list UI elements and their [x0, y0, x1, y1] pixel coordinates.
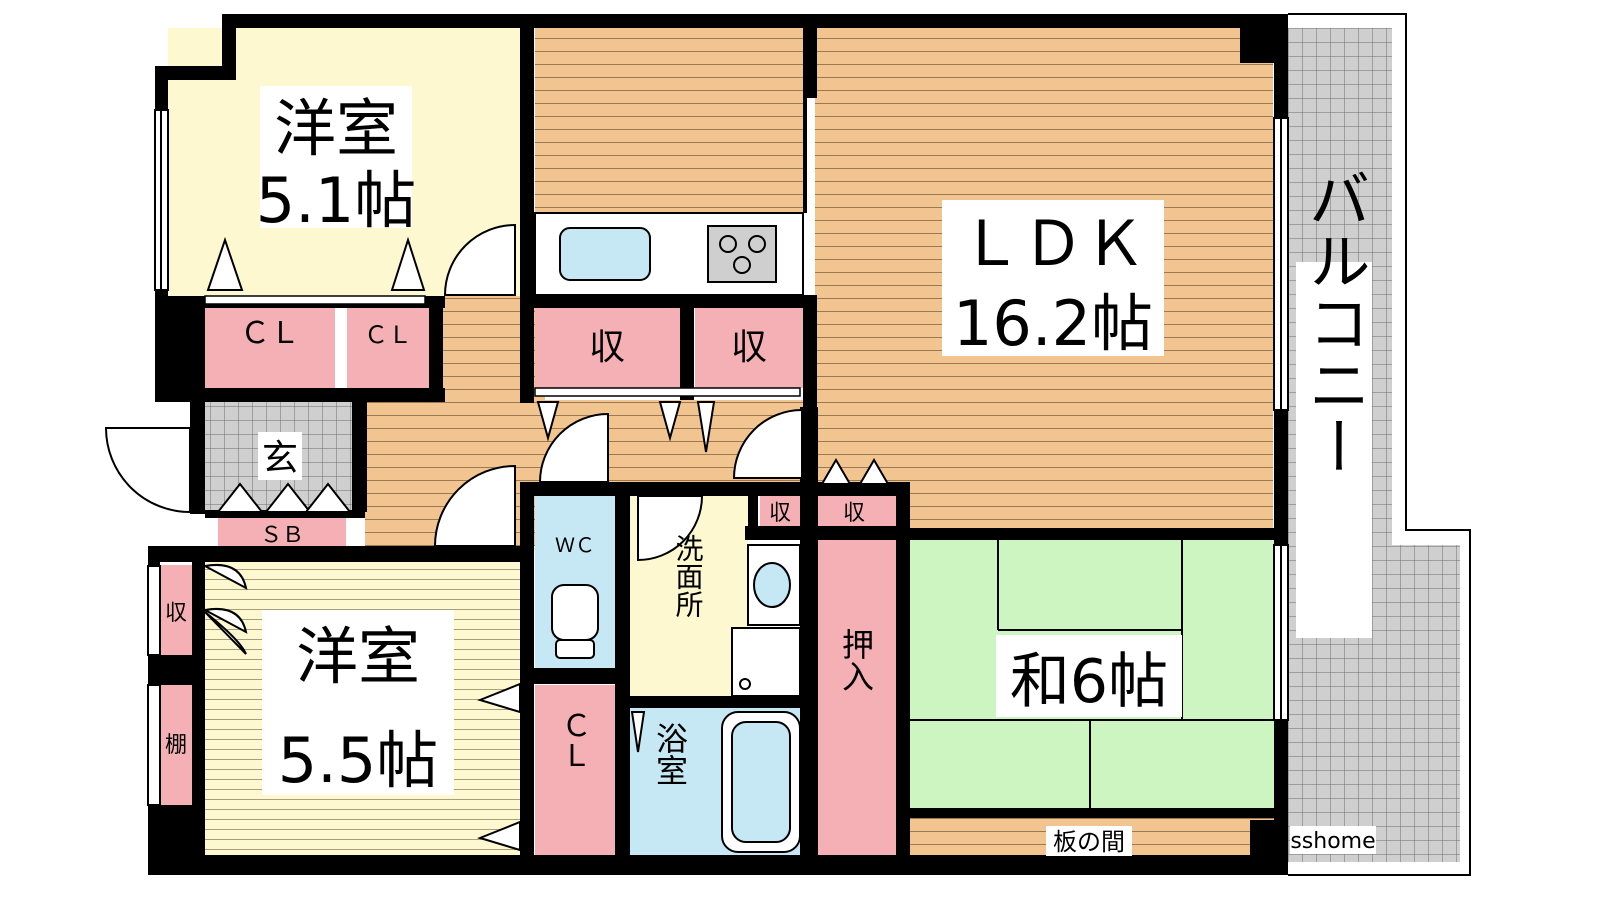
oshiire-label: 押入 [837, 628, 875, 692]
corridor-floor-upper [535, 28, 805, 213]
storage-shu-5-label: 収 [165, 601, 187, 626]
ldk-name: ＬＤＫ [960, 207, 1146, 280]
entrance-label: 玄 [258, 432, 302, 480]
storage-shu-5 [160, 565, 192, 660]
storage-shu-4-label: 収 [843, 501, 865, 526]
western-room-1-label: 洋室 5.1帖 [256, 86, 417, 237]
western-room-1-name: 洋室 [274, 92, 398, 165]
entrance-name: 玄 [262, 438, 298, 479]
balcony-name: バルコニー [1298, 167, 1371, 477]
closet-cl-2-label: ＣＬ [364, 321, 412, 349]
western-room-2-size: 5.5帖 [278, 724, 439, 797]
sliding-doors [206, 236, 890, 852]
storage-shu-3 [760, 496, 800, 526]
storage-shu-1-label: 収 [589, 327, 625, 368]
sliding-track-2 [534, 387, 801, 397]
storage-shu-3-label: 収 [769, 501, 791, 526]
shoebox [218, 516, 346, 548]
storage-shu-1 [535, 308, 680, 388]
sliding-track-1 [204, 295, 426, 305]
shoebox-label: ＳＢ [260, 523, 304, 548]
shelf-tana-label: 棚 [165, 733, 187, 758]
storage-shu-2-label: 収 [731, 327, 767, 368]
balcony-outline [1288, 13, 1471, 876]
toilet-icon [551, 584, 599, 659]
watermark-text: sshome [1290, 829, 1375, 854]
storage-shu-2 [695, 308, 803, 388]
japanese-room-label: 和6帖 [996, 635, 1182, 717]
closet-cl-3 [535, 685, 615, 855]
bathroom-label: 浴室 [651, 722, 689, 786]
itanoma-name: 板の間 [1053, 828, 1125, 856]
stove-icon [707, 225, 777, 283]
balcony-floor [1288, 28, 1460, 862]
doors [104, 223, 803, 562]
folding-door-storage [201, 564, 248, 655]
washroom-label: 洗面所 [672, 534, 705, 618]
closet-cl-2 [347, 308, 429, 388]
closet-cl-3-label: ＣＬ [556, 710, 591, 770]
windows [147, 109, 1289, 806]
walls [148, 14, 1288, 875]
oshiire-closet [818, 540, 896, 855]
basin-icon [753, 562, 791, 608]
itanoma-label: 板の間 [1046, 826, 1132, 856]
western-room-2-name: 洋室 [296, 620, 420, 693]
shelf-tana [160, 685, 192, 805]
washing-machine-space [731, 627, 801, 697]
japanese-room-name: 和6帖 [1010, 647, 1168, 717]
ldk-label: ＬＤＫ 16.2帖 [942, 200, 1164, 360]
western-room-1-size: 5.1帖 [256, 164, 417, 237]
watermark: sshome [1290, 826, 1376, 854]
closet-cl-1-label: ＣＬ [240, 316, 300, 351]
sink-icon [559, 227, 651, 281]
balcony-label: バルコニー [1296, 167, 1372, 638]
closet-cl-1 [205, 308, 335, 388]
wc-label: ＷＣ [555, 533, 595, 557]
western-room-2-label: 洋室 5.5帖 [262, 610, 454, 797]
ldk-size: 16.2帖 [953, 287, 1153, 360]
storage-shu-4 [818, 496, 900, 526]
